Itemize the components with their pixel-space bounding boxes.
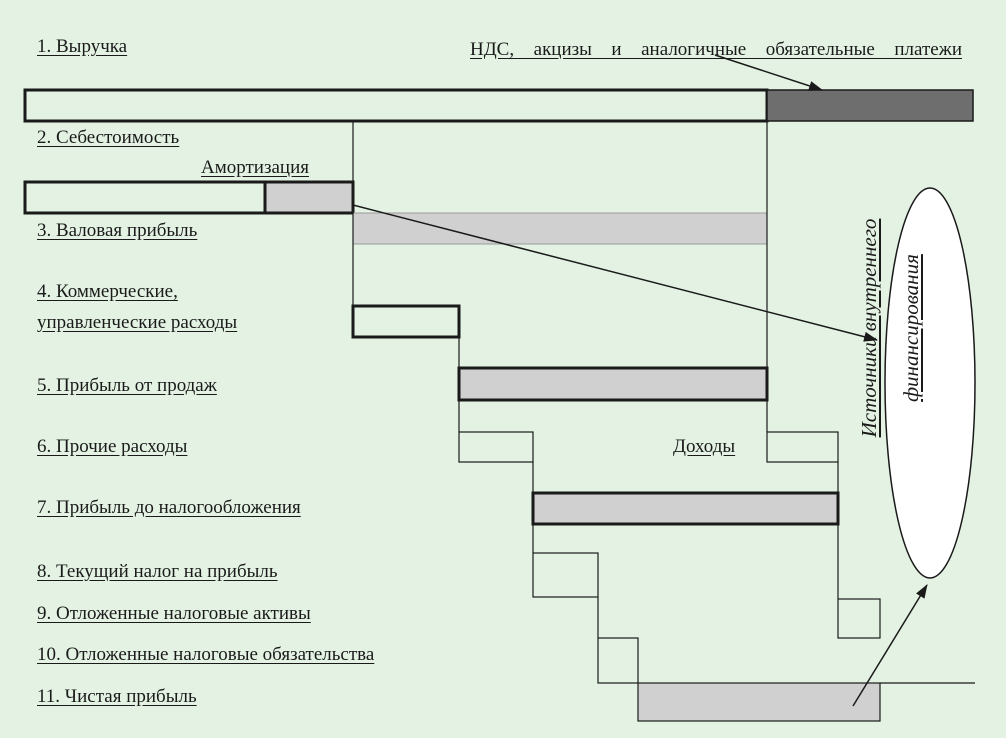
label-net-profit: 11. Чистая прибыль: [37, 686, 197, 707]
sales-profit-bar: [457, 366, 769, 402]
deferred-tax-assets-box: [837, 598, 881, 639]
label-current-tax: 8. Текущий налог на прибыль: [37, 561, 278, 582]
commercial-expenses-bar: [351, 304, 461, 339]
revenue-bar: [23, 88, 769, 123]
label-commercial-expenses-line2: управленческие расходы: [37, 312, 238, 333]
cost-bar: [23, 180, 267, 215]
other-expenses-box: [458, 431, 534, 463]
oval-text-line2: финансирования: [899, 254, 923, 402]
label-revenue: 1. Выручка: [37, 36, 128, 57]
label-depreciation: Амортизация: [201, 157, 309, 178]
income-box: [766, 431, 839, 463]
label-sales-profit: 5. Прибыль от продаж: [37, 375, 217, 396]
internal-financing-oval: [884, 187, 976, 579]
label-other-expenses: 6. Прочие расходы: [37, 436, 188, 457]
pretax-profit-bar: [531, 491, 840, 526]
arrow-net-profit-to-oval: [852, 584, 928, 707]
label-vat: НДС, акцизы и аналогичные обязательные п…: [470, 39, 962, 60]
net-profit-bar: [637, 682, 881, 722]
label-gross-profit: 3. Валовая прибыль: [37, 220, 198, 241]
deferred-tax-liabilities-box: [597, 637, 639, 684]
gross-profit-bar: [352, 212, 768, 245]
label-deferred-tax-liabilities: 10. Отложенные налоговые обязательства: [37, 644, 375, 665]
vat-bar: [766, 89, 974, 122]
oval-text: Источники внутреннего финансирования: [848, 178, 932, 478]
label-income: Доходы: [673, 436, 736, 457]
arrow-depreciation-to-oval: [352, 204, 878, 342]
current-tax-box: [532, 552, 599, 598]
depreciation-bar: [263, 180, 355, 215]
label-deferred-tax-assets: 9. Отложенные налоговые активы: [37, 603, 311, 624]
label-commercial-expenses-line1: 4. Коммерческие,: [37, 281, 178, 302]
label-cost: 2. Себестоимость: [37, 127, 180, 148]
oval-text-line1: Источники внутреннего: [857, 218, 881, 438]
arrow-vat-label: [714, 54, 823, 91]
label-pretax-profit: 7. Прибыль до налогообложения: [37, 497, 301, 518]
